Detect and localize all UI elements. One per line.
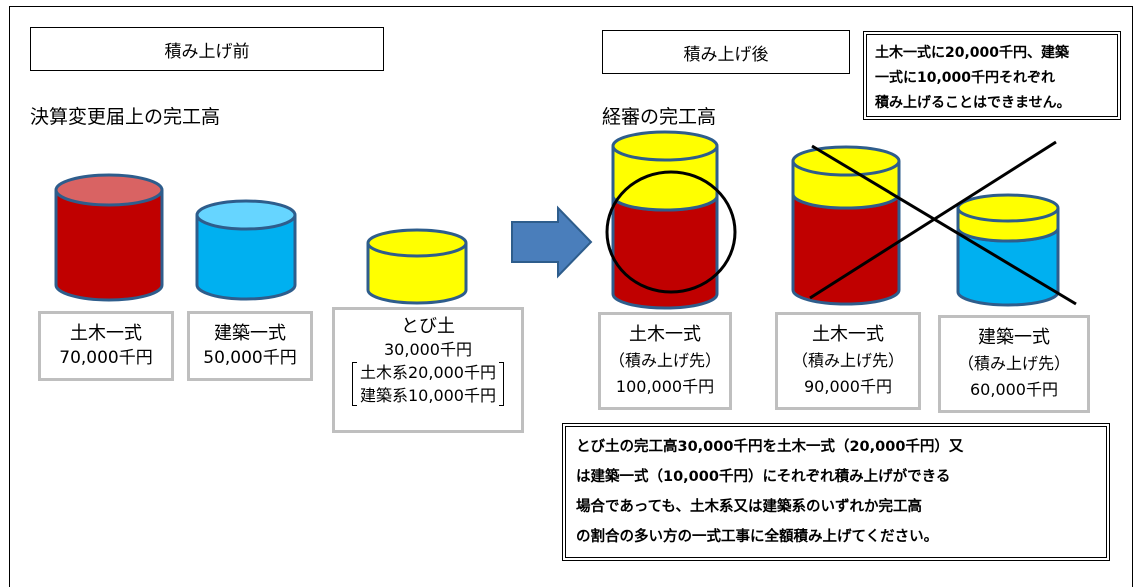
rule-note: とび土の完工高30,000千円を土木一式（20,000千円）又 は建築一式（10… [562, 423, 1110, 561]
civil-after-90000-label: 土木一式 （積み上げ先） 90,000千円 [775, 312, 921, 410]
civil-cylinder-after-100000 [611, 130, 719, 310]
diagram-frame [9, 6, 1133, 587]
building-before-label: 建築一式 50,000千円 [187, 311, 313, 381]
civil-after-100000-label: 土木一式 （積み上げ先） 100,000千円 [598, 312, 732, 410]
civil-cylinder-before [54, 173, 164, 302]
building-after-60000-label: 建築一式 （積み上げ先） 60,000千円 [938, 315, 1090, 413]
after-subtitle: 経審の完工高 [602, 106, 717, 128]
cylinders-drawing [54, 130, 1077, 310]
building-cylinder-before [195, 199, 297, 301]
warning-note: 土木一式に20,000千円、建築 一式に10,000千円それぞれ 積み上げること… [863, 31, 1121, 120]
after-header: 積み上げ後 [602, 30, 850, 74]
before-subtitle: 決算変更届上の完工高 [30, 106, 221, 128]
tobi-breakdown: 土木系20,000千円 建築系10,000千円 [352, 361, 504, 407]
tobi-before-label: とび土 30,000千円 土木系20,000千円 建築系10,000千円 [332, 307, 524, 433]
civil-before-label: 土木一式 70,000千円 [38, 311, 174, 381]
building-cylinder-after-60000 [956, 193, 1060, 307]
civil-cylinder-after-90000 [791, 145, 901, 306]
tobi-cylinder-before [366, 228, 468, 305]
cross-out-mark [809, 140, 1077, 306]
highlight-circle [605, 170, 737, 294]
before-header: 積み上げ前 [30, 27, 384, 71]
right-arrow-icon [511, 205, 593, 279]
